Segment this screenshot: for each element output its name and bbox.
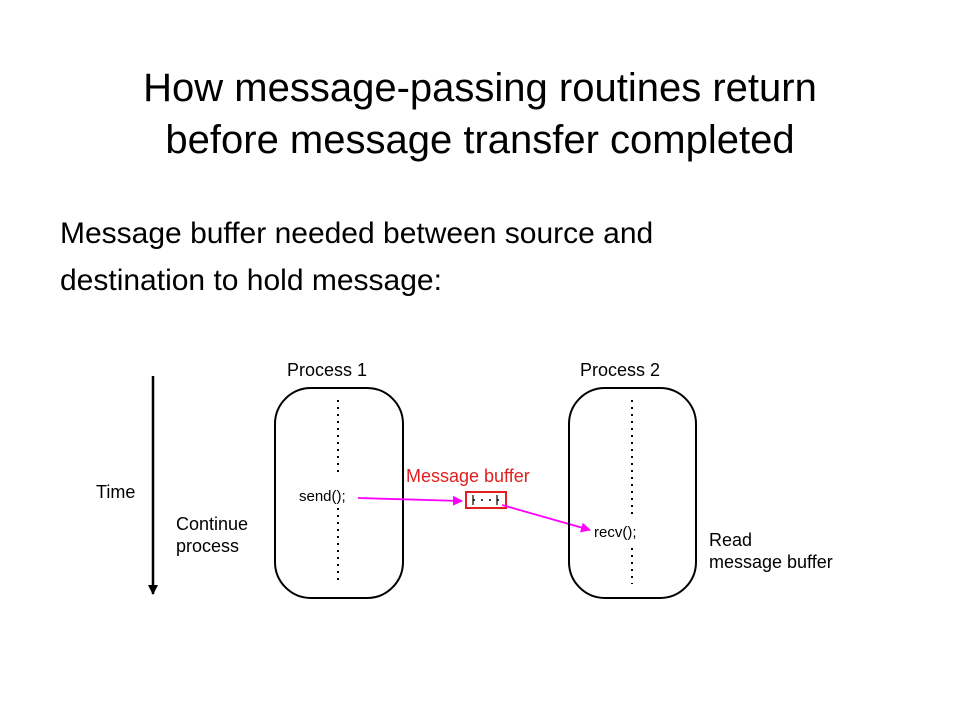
process-1-box: [274, 387, 404, 599]
slide-subtitle: Message buffer needed between source and…: [60, 210, 920, 304]
message-buffer-label: Message buffer: [406, 466, 530, 486]
slide-title: How message-passing routines return befo…: [0, 62, 960, 166]
read-buffer-line-2: message buffer: [709, 552, 833, 572]
send-to-buffer-arrow: [357, 495, 463, 506]
recv-call: recv();: [594, 524, 637, 541]
send-call: send();: [299, 488, 346, 505]
message-buffer-box: [465, 491, 507, 509]
buffer-to-recv-arrow: [501, 504, 591, 533]
time-label: Time: [96, 482, 135, 502]
process-1-title: Process 1: [287, 360, 367, 380]
slide-title-line-1: How message-passing routines return: [143, 66, 817, 110]
continue-process-line-1: Continue: [176, 514, 248, 534]
process-2-box: [568, 387, 697, 599]
slide-subtitle-line-2: destination to hold message:: [60, 264, 442, 297]
process-2-title: Process 2: [580, 360, 660, 380]
read-buffer-line-1: Read: [709, 530, 752, 550]
slide-title-line-2: before message transfer completed: [165, 118, 795, 162]
slide-subtitle-line-1: Message buffer needed between source and: [60, 217, 654, 250]
continue-process-line-2: process: [176, 536, 239, 556]
